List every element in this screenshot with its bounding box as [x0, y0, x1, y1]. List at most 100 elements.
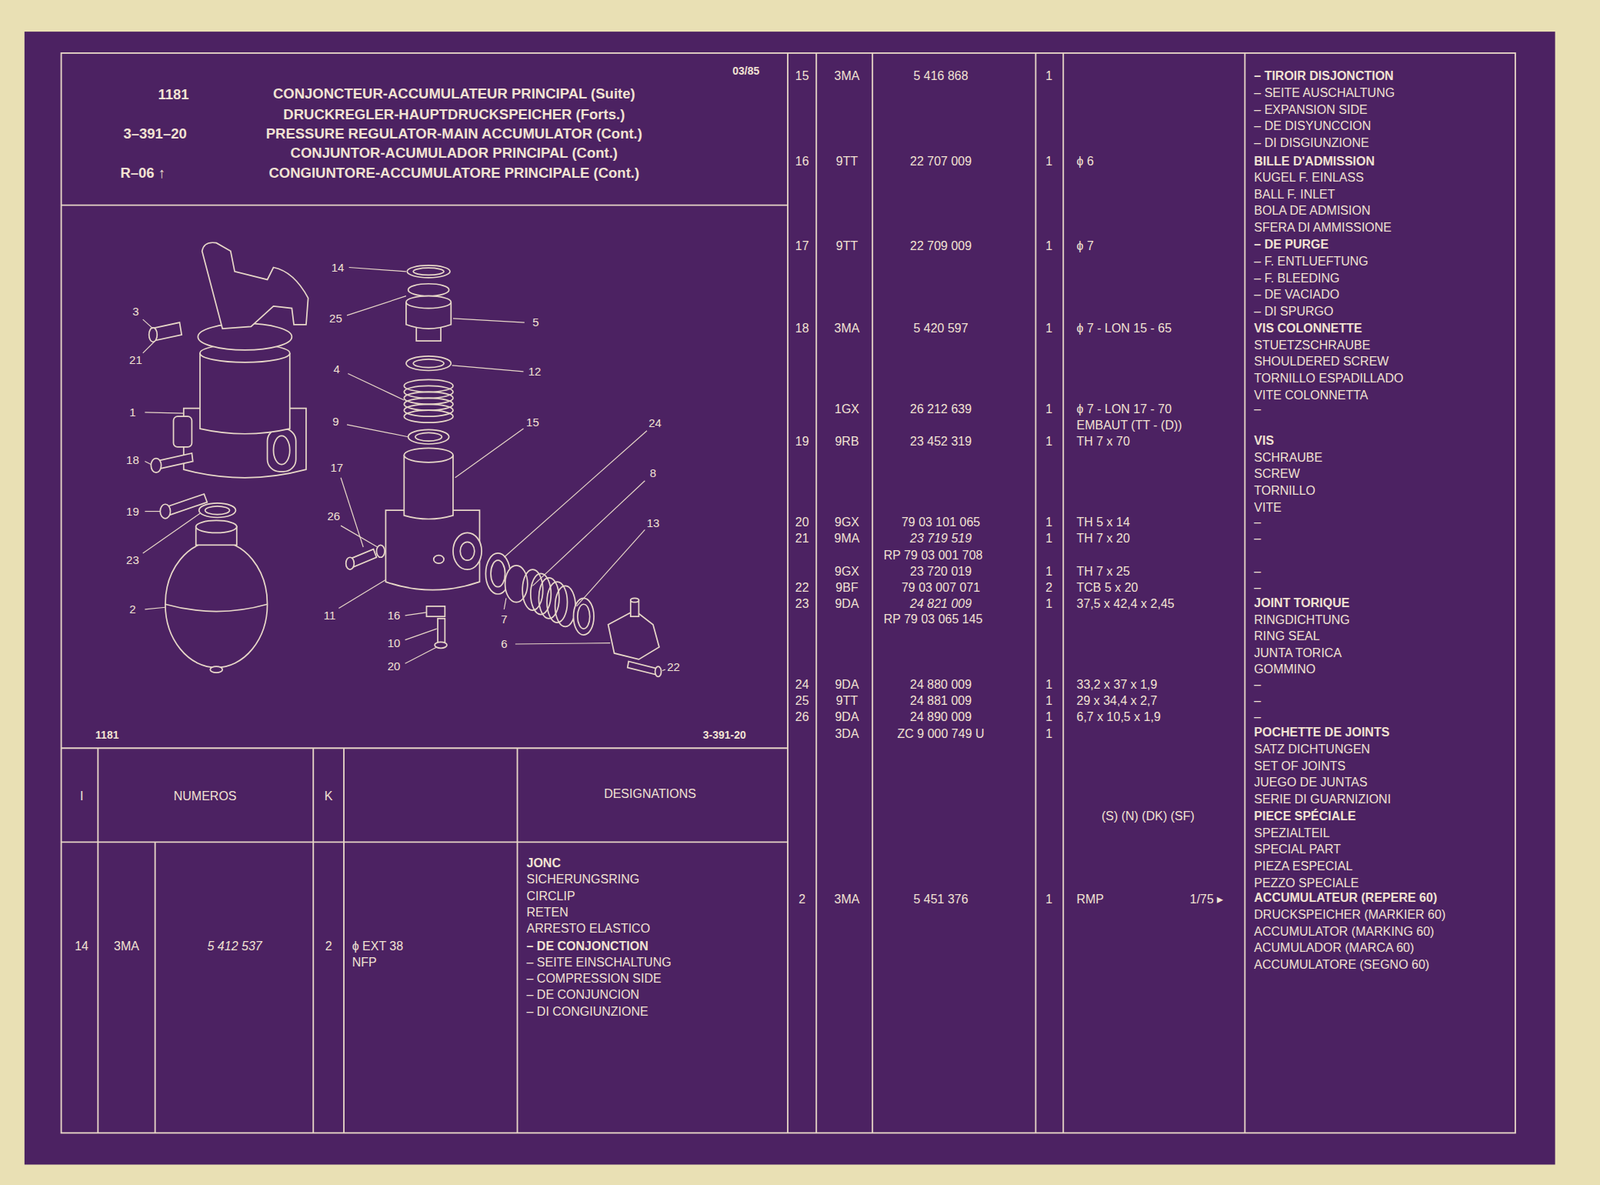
table-cell: 24 821 009: [910, 596, 972, 611]
table-cell: 22 709 009: [910, 238, 972, 253]
table-cell: – SEITE AUSCHALTUNG: [1253, 86, 1395, 100]
table-cell: 1: [1045, 402, 1053, 417]
table-cell: SATZ DICHTUNGEN: [1253, 742, 1370, 757]
leader-line: [143, 319, 154, 329]
header-text: R–06 ↑: [120, 165, 166, 182]
table-cell: 5 420 597: [913, 321, 968, 336]
exploded-view: [415, 432, 442, 441]
table-cell: – DI CONGIUNZIONE: [526, 1003, 648, 1018]
exploded-view: [433, 555, 444, 564]
callout-number: 1: [129, 405, 136, 419]
table-cell: SCREW: [1253, 466, 1300, 481]
exploded-view: [202, 242, 309, 329]
table-cell: JUNTA TORICA: [1253, 646, 1342, 660]
exploded-view: [173, 416, 193, 447]
designation-heading: POCHETTE DE JOINTS: [1253, 725, 1390, 740]
table-cell: 29 x 34,4 x 2,7: [1076, 693, 1157, 708]
table-cell: GOMMINO: [1253, 662, 1316, 677]
table-cell: 3MA: [113, 938, 140, 953]
sheet-reference: 1181: [95, 728, 119, 741]
table-cell: ARRESTO ELASTICO: [526, 921, 650, 936]
table-cell: 26: [795, 710, 810, 724]
table-cell: 24 880 009: [910, 677, 972, 692]
exploded-view: [346, 556, 355, 570]
leader-line: [455, 428, 524, 478]
exploded-view: [403, 410, 454, 423]
table-cell: –: [1253, 564, 1261, 579]
exploded-view: [546, 581, 568, 623]
table-cell: NFP: [352, 955, 377, 970]
callout-number: 23: [126, 553, 140, 567]
designation-heading: VIS COLONNETTE: [1253, 321, 1362, 336]
callout-number: 4: [333, 363, 340, 377]
callout-number: 14: [331, 260, 345, 274]
table-cell: 1: [1045, 677, 1053, 692]
table-cell: 9RB: [834, 434, 859, 449]
table-cell: 21: [795, 531, 810, 546]
table-cell: – DI SPURGO: [1253, 304, 1334, 319]
designation-heading: BILLE D'ADMISSION: [1253, 153, 1375, 168]
table-cell: 24 881 009: [910, 693, 972, 708]
table-cell: SHOULDERED SCREW: [1253, 354, 1389, 369]
table-cell: – EXPANSION SIDE: [1253, 103, 1367, 117]
table-cell: JUEGO DE JUNTAS: [1253, 775, 1367, 790]
table-cell: –: [1253, 515, 1261, 530]
table-rule: [312, 747, 314, 1133]
table-cell: TH 7 x 20: [1076, 531, 1130, 546]
table-rule: [61, 746, 788, 749]
table-cell: RP 79 03 001 708: [883, 547, 984, 562]
table-cell: BALL F. INLET: [1253, 187, 1335, 202]
table-cell: 79 03 101 065: [901, 515, 980, 530]
table-cell: SFERA DI AMMISSIONE: [1253, 220, 1392, 235]
designation-heading: – DE CONJONCTION: [526, 938, 648, 953]
table-rule: [61, 53, 1516, 1133]
exploded-view: [413, 267, 444, 275]
table-cell: 1: [1045, 321, 1053, 336]
table-cell: 3MA: [834, 69, 860, 84]
table-cell: 24: [795, 677, 810, 692]
microfiche-panel: [24, 31, 1556, 1164]
table-cell: 6,7 x 10,5 x 1,9: [1076, 710, 1160, 724]
exploded-view: [199, 503, 237, 518]
leader-line: [144, 510, 160, 512]
table-cell: 22: [795, 580, 810, 595]
table-cell: 5 416 868: [913, 69, 968, 84]
table-cell: ϕ 7: [1076, 238, 1094, 253]
table-cell: 9TT: [836, 238, 858, 253]
exploded-view: [408, 429, 450, 444]
callout-number: 2: [129, 602, 136, 616]
table-cell: PIEZA ESPECIAL: [1253, 859, 1353, 874]
callout-number: 11: [323, 608, 337, 622]
table-cell: ACCUMULATOR (MARKING 60): [1253, 923, 1434, 938]
table-cell: RP 79 03 065 145: [883, 612, 984, 627]
leader-line: [405, 628, 437, 640]
leader-line: [338, 579, 386, 608]
exploded-view: [608, 610, 660, 660]
table-cell: – SEITE EINSCHALTUNG: [526, 955, 671, 970]
exploded-view: [413, 359, 444, 368]
callout-number: 21: [129, 353, 143, 367]
exploded-view: [406, 296, 451, 309]
table-cell: 1: [1045, 596, 1053, 611]
table-cell: ACCUMULATORE (SEGNO 60): [1253, 957, 1430, 972]
leader-line: [453, 318, 525, 323]
leader-line: [347, 373, 404, 400]
table-cell: SPEZIALTEIL: [1253, 826, 1330, 840]
table-cell: DESIGNATIONS: [603, 786, 697, 801]
table-cell: 9GX: [834, 564, 860, 579]
exploded-view: [150, 458, 161, 474]
callout-number: 9: [332, 414, 339, 428]
table-cell: 33,2 x 37 x 1,9: [1076, 677, 1157, 692]
table-cell: ϕ EXT 38: [352, 938, 404, 953]
table-rule: [61, 204, 788, 207]
table-cell: – F. ENTLUEFTUNG: [1253, 254, 1368, 269]
table-cell: ϕ 7 - LON 17 - 70: [1076, 402, 1172, 417]
table-cell: 3DA: [834, 726, 859, 741]
table-cell: 9DA: [834, 596, 859, 611]
table-cell: TCB 5 x 20: [1076, 580, 1138, 595]
table-cell: KUGEL F. EINLASS: [1253, 170, 1364, 185]
table-cell: 1: [1045, 69, 1053, 84]
exploded-view: [165, 603, 268, 611]
table-cell: 9TT: [836, 153, 858, 168]
